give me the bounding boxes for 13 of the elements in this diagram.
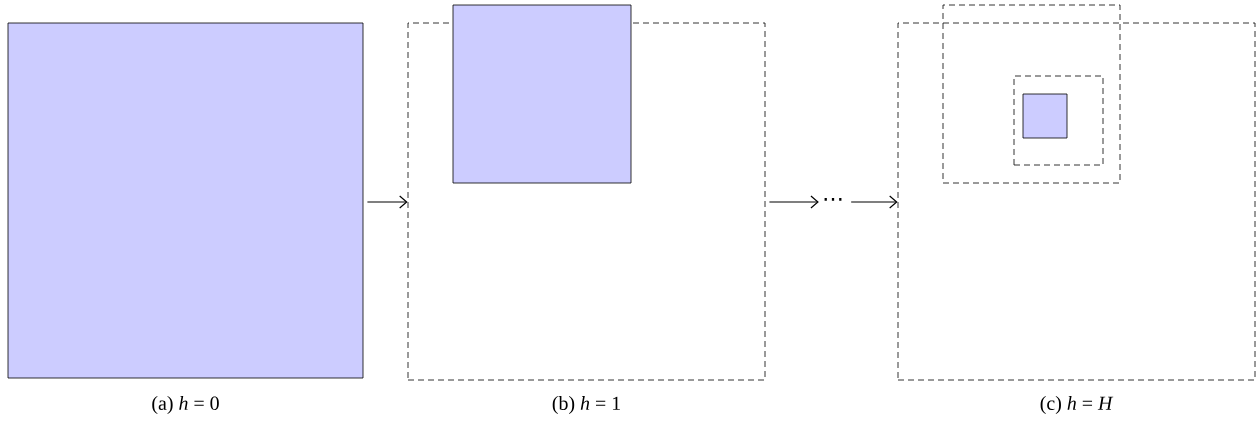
arrow: [850, 195, 898, 209]
node-label: (b) h = 1: [552, 395, 620, 415]
shaded-square: [1022, 93, 1068, 139]
dashed-square: [942, 4, 1121, 184]
node-label: (c) h = H: [1040, 395, 1114, 415]
shaded-square: [7, 22, 364, 379]
arrow: [768, 195, 819, 209]
node-label: (a) h = 0: [152, 395, 219, 415]
ellipsis-text: ⋯: [824, 197, 842, 201]
dashed-square: [1013, 75, 1104, 166]
shaded-square: [452, 4, 632, 184]
arrow: [366, 195, 408, 209]
dashed-square: [897, 22, 1256, 381]
